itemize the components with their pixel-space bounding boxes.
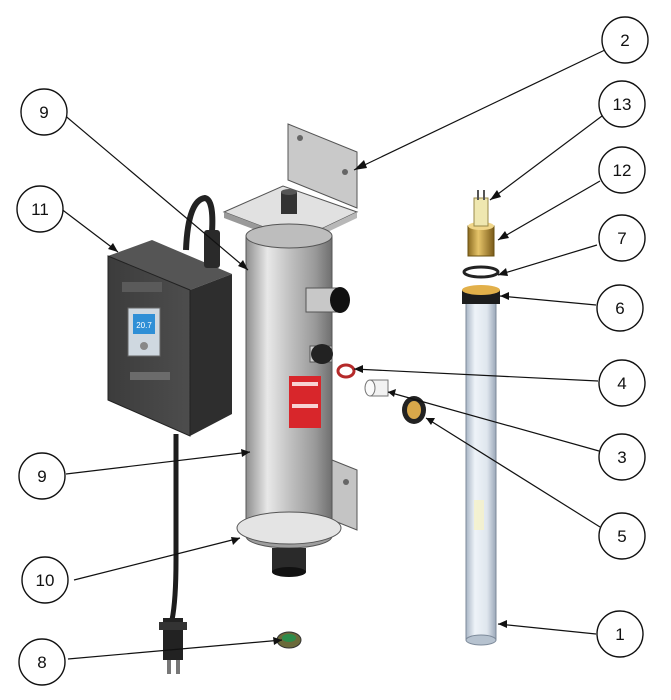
callout-label: 10	[36, 571, 55, 590]
inlet-port	[305, 287, 350, 313]
lamp-cord	[183, 194, 220, 268]
bottom-bracket	[331, 459, 358, 531]
callout-9-top: 9	[20, 88, 68, 136]
callout-label: 9	[39, 103, 48, 122]
callout-label: 12	[613, 161, 632, 180]
callout-6: 6	[596, 284, 644, 332]
callout-3: 3	[598, 433, 646, 481]
port-plug	[364, 379, 389, 397]
base-plate	[236, 511, 342, 577]
callout-label: 8	[37, 653, 46, 672]
arrowheads	[108, 160, 509, 645]
callout-1: 1	[596, 610, 644, 658]
leader-lines	[55, 48, 608, 660]
callout-label: 2	[620, 31, 629, 50]
callout-label: 13	[613, 95, 632, 114]
callout-2: 2	[601, 16, 649, 64]
power-cord	[159, 434, 187, 674]
callout-5: 5	[598, 512, 646, 560]
callout-12: 12	[598, 146, 646, 194]
uv-chamber	[245, 223, 350, 549]
controller-box: 20.7	[107, 240, 232, 437]
callout-13: 13	[598, 80, 646, 128]
callout-label: 11	[31, 200, 49, 219]
oring-small	[336, 363, 356, 379]
callout-label: 4	[617, 374, 626, 393]
callout-8: 8	[18, 638, 66, 686]
bottom-cap	[276, 631, 302, 649]
callout-label: 5	[617, 527, 626, 546]
callout-10: 10	[21, 556, 69, 604]
cap-nut	[402, 396, 426, 424]
callout-9-bottom: 9	[18, 452, 66, 500]
callout-label: 3	[617, 448, 626, 467]
callout-11: 11	[16, 185, 64, 233]
callout-label: 9	[37, 467, 46, 486]
lamp-assembly	[462, 190, 500, 646]
callout-label: 6	[615, 299, 624, 318]
callout-4: 4	[598, 359, 646, 407]
svg-text:20.7: 20.7	[136, 321, 152, 330]
callout-label: 7	[617, 229, 626, 248]
callout-label: 1	[615, 625, 624, 644]
callout-7: 7	[598, 214, 646, 262]
outlet-port	[309, 344, 333, 364]
